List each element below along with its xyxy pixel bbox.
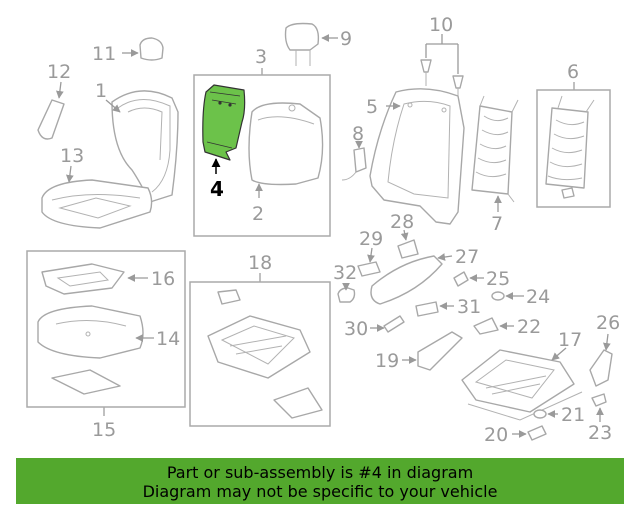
callout-32: 32 <box>333 262 357 284</box>
part-20-clip <box>512 425 547 441</box>
part-16-cushion-pad <box>41 263 148 295</box>
callout-8: 8 <box>352 123 364 145</box>
callout-28: 28 <box>390 211 414 233</box>
callout-31: 31 <box>457 296 481 318</box>
part-31-switch <box>415 301 454 317</box>
part-32-cap <box>337 282 356 303</box>
callout-15: 15 <box>92 419 116 441</box>
callout-12: 12 <box>47 61 71 83</box>
part-4-back-panel-highlighted <box>202 84 246 174</box>
callout-5: 5 <box>366 96 378 118</box>
group-box-18 <box>189 281 331 427</box>
part-14-cushion-foam <box>37 305 154 359</box>
callout-16: 16 <box>151 268 175 290</box>
callout-22: 22 <box>517 316 541 338</box>
part-17-seat-track <box>461 347 583 421</box>
part-21-washer <box>533 409 558 419</box>
callout-4: 4 <box>210 177 224 201</box>
callout-11: 11 <box>92 43 116 65</box>
info-banner: Part or sub-assembly is #4 in diagram Di… <box>16 458 624 504</box>
callout-24: 24 <box>526 286 550 308</box>
part-25-clip <box>453 271 484 287</box>
part-12-side-trim <box>37 81 65 140</box>
callout-18: 18 <box>248 252 272 274</box>
callout-29: 29 <box>359 228 383 250</box>
parts-diagram: 1 2 3 4 5 6 7 8 9 10 11 12 13 14 15 16 1… <box>26 14 620 446</box>
banner-line-2: Diagram may not be specific to your vehi… <box>142 482 498 501</box>
part-7-spring-mat <box>471 95 519 212</box>
callout-7: 7 <box>491 213 503 235</box>
part-15-sheet <box>51 369 121 395</box>
callout-6: 6 <box>567 61 579 83</box>
callout-30: 30 <box>344 318 368 340</box>
banner-line-1: Part or sub-assembly is #4 in diagram <box>166 463 474 482</box>
callout-1: 1 <box>95 80 107 102</box>
part-9-headrest <box>284 22 338 66</box>
part-11-headrest-cap <box>122 37 164 61</box>
part-23-clip <box>591 393 607 422</box>
callout-19: 19 <box>375 350 399 372</box>
part-10-headrest-guides <box>420 34 464 100</box>
callout-13: 13 <box>60 145 84 167</box>
callout-10: 10 <box>429 14 453 36</box>
part-13-seat-cushion <box>41 165 153 229</box>
part-8-sensor <box>341 140 367 181</box>
part-1-seat-back <box>105 90 179 203</box>
callout-3: 3 <box>255 46 267 68</box>
part-28-knob <box>397 229 419 259</box>
group-box-3 <box>193 74 331 237</box>
callout-26: 26 <box>596 312 620 334</box>
group-box-15 <box>26 250 186 408</box>
part-2-seat-back-cover <box>248 102 324 198</box>
callout-23: 23 <box>588 422 612 444</box>
callout-21: 21 <box>561 404 585 426</box>
part-24-clip <box>491 291 524 301</box>
part-26-side-cover <box>589 333 613 387</box>
callout-27: 27 <box>455 246 479 268</box>
part-27-side-shield <box>370 253 453 305</box>
part-29-handle <box>357 247 381 277</box>
callout-17: 17 <box>558 329 582 351</box>
group-box-6 <box>536 89 611 208</box>
part-18-seat-frame <box>207 289 323 419</box>
callout-9: 9 <box>340 28 352 50</box>
callout-25: 25 <box>486 268 510 290</box>
callout-20: 20 <box>484 424 508 446</box>
part-30-lever <box>370 315 405 333</box>
callout-2: 2 <box>252 203 264 225</box>
part-6-lumbar-support <box>545 95 595 199</box>
part-5-seat-back-frame <box>369 88 465 225</box>
callout-14: 14 <box>156 328 180 350</box>
part-22-bracket <box>473 317 514 335</box>
part-19-plate <box>402 331 463 371</box>
